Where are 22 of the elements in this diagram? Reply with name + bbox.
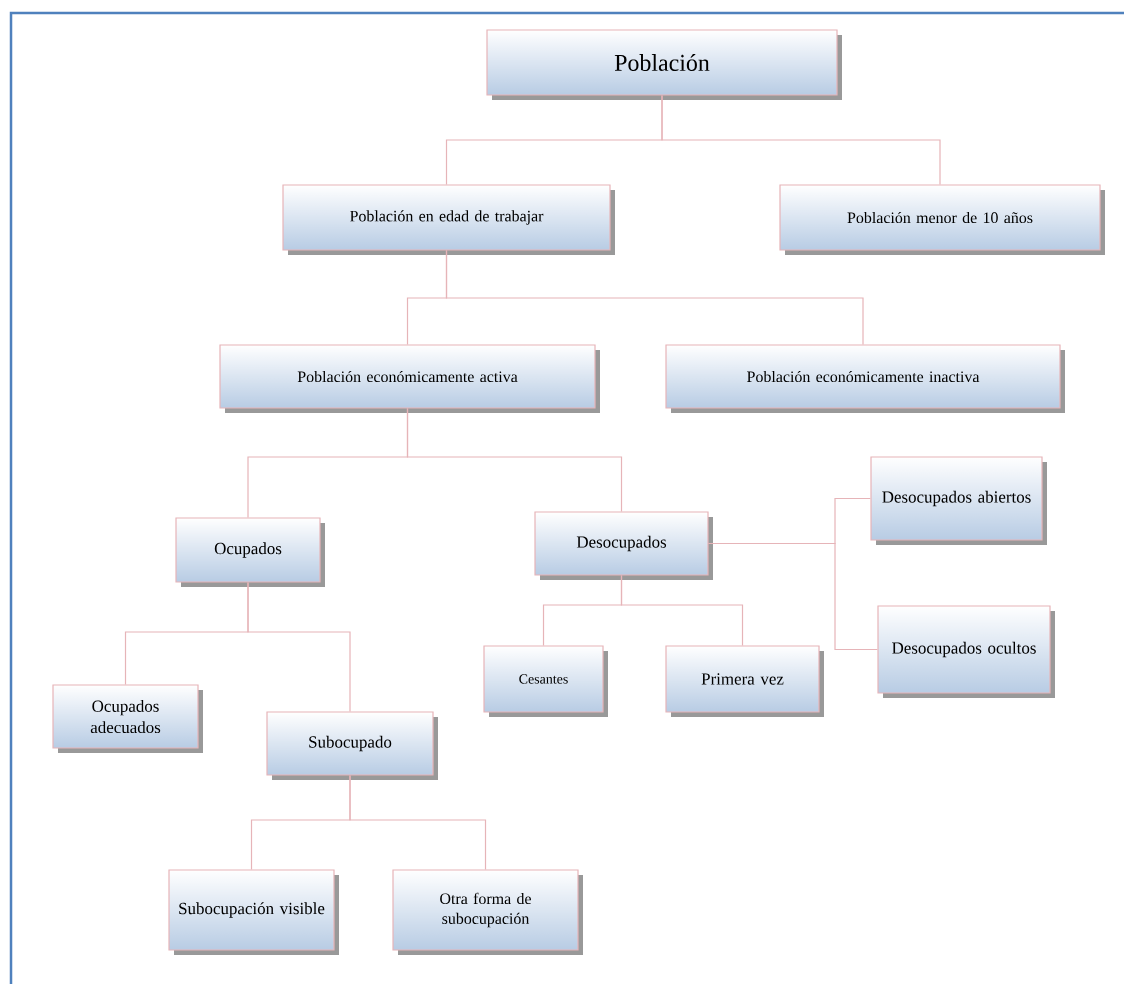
connector-line (708, 542, 878, 651)
box: Otra forma de subocupación (392, 869, 583, 955)
connector-line (247, 582, 351, 712)
connector-line (445, 250, 864, 345)
connector-line (620, 575, 744, 646)
box: Desocupados ocultos (877, 605, 1055, 698)
connector-line (349, 775, 487, 870)
box: Desocupados abiertos (870, 456, 1047, 545)
connector-line (406, 408, 623, 512)
box: Ocupados (175, 517, 325, 587)
box: Subocupado (266, 711, 438, 780)
box: Población económicamente activa (219, 344, 600, 413)
box: Población económicamente inactiva (665, 344, 1065, 413)
box: Subocupación visible (168, 869, 339, 955)
box: Cesantes (483, 645, 608, 717)
connector-line (661, 95, 941, 185)
box: Población (486, 29, 842, 100)
box: Ocupados adecuados (52, 684, 203, 753)
box: Población en edad de trabajar (282, 184, 615, 255)
box: Población menor de 10 años (779, 184, 1105, 255)
box: Desocupados (534, 511, 713, 580)
box: Primera vez (665, 645, 824, 717)
